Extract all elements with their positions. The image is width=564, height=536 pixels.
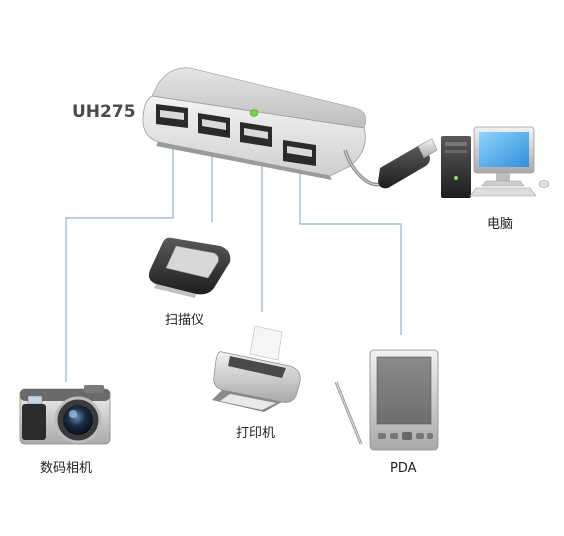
usb-port-1 xyxy=(156,104,188,128)
usb-hub xyxy=(142,67,367,180)
digital-camera-icon xyxy=(19,385,111,445)
line-to-pda xyxy=(299,160,402,335)
printer-label: 打印机 xyxy=(236,426,275,441)
model-label: UH275 xyxy=(72,102,136,122)
pda-label: PDA xyxy=(390,461,417,476)
computer-label: 电脑 xyxy=(487,217,513,232)
camera-label: 数码相机 xyxy=(40,461,92,476)
usb-port-3 xyxy=(240,122,272,147)
scanner-label: 扫描仪 xyxy=(165,313,204,328)
usb-port-4 xyxy=(283,140,316,166)
computer-icon xyxy=(441,126,550,198)
printer-icon xyxy=(212,325,301,412)
power-led-icon xyxy=(249,109,259,117)
line-to-camera xyxy=(65,126,174,382)
scanner-icon xyxy=(148,237,231,298)
usb-port-2 xyxy=(198,113,230,138)
usb-cable xyxy=(343,138,438,189)
pda-icon xyxy=(334,349,439,451)
